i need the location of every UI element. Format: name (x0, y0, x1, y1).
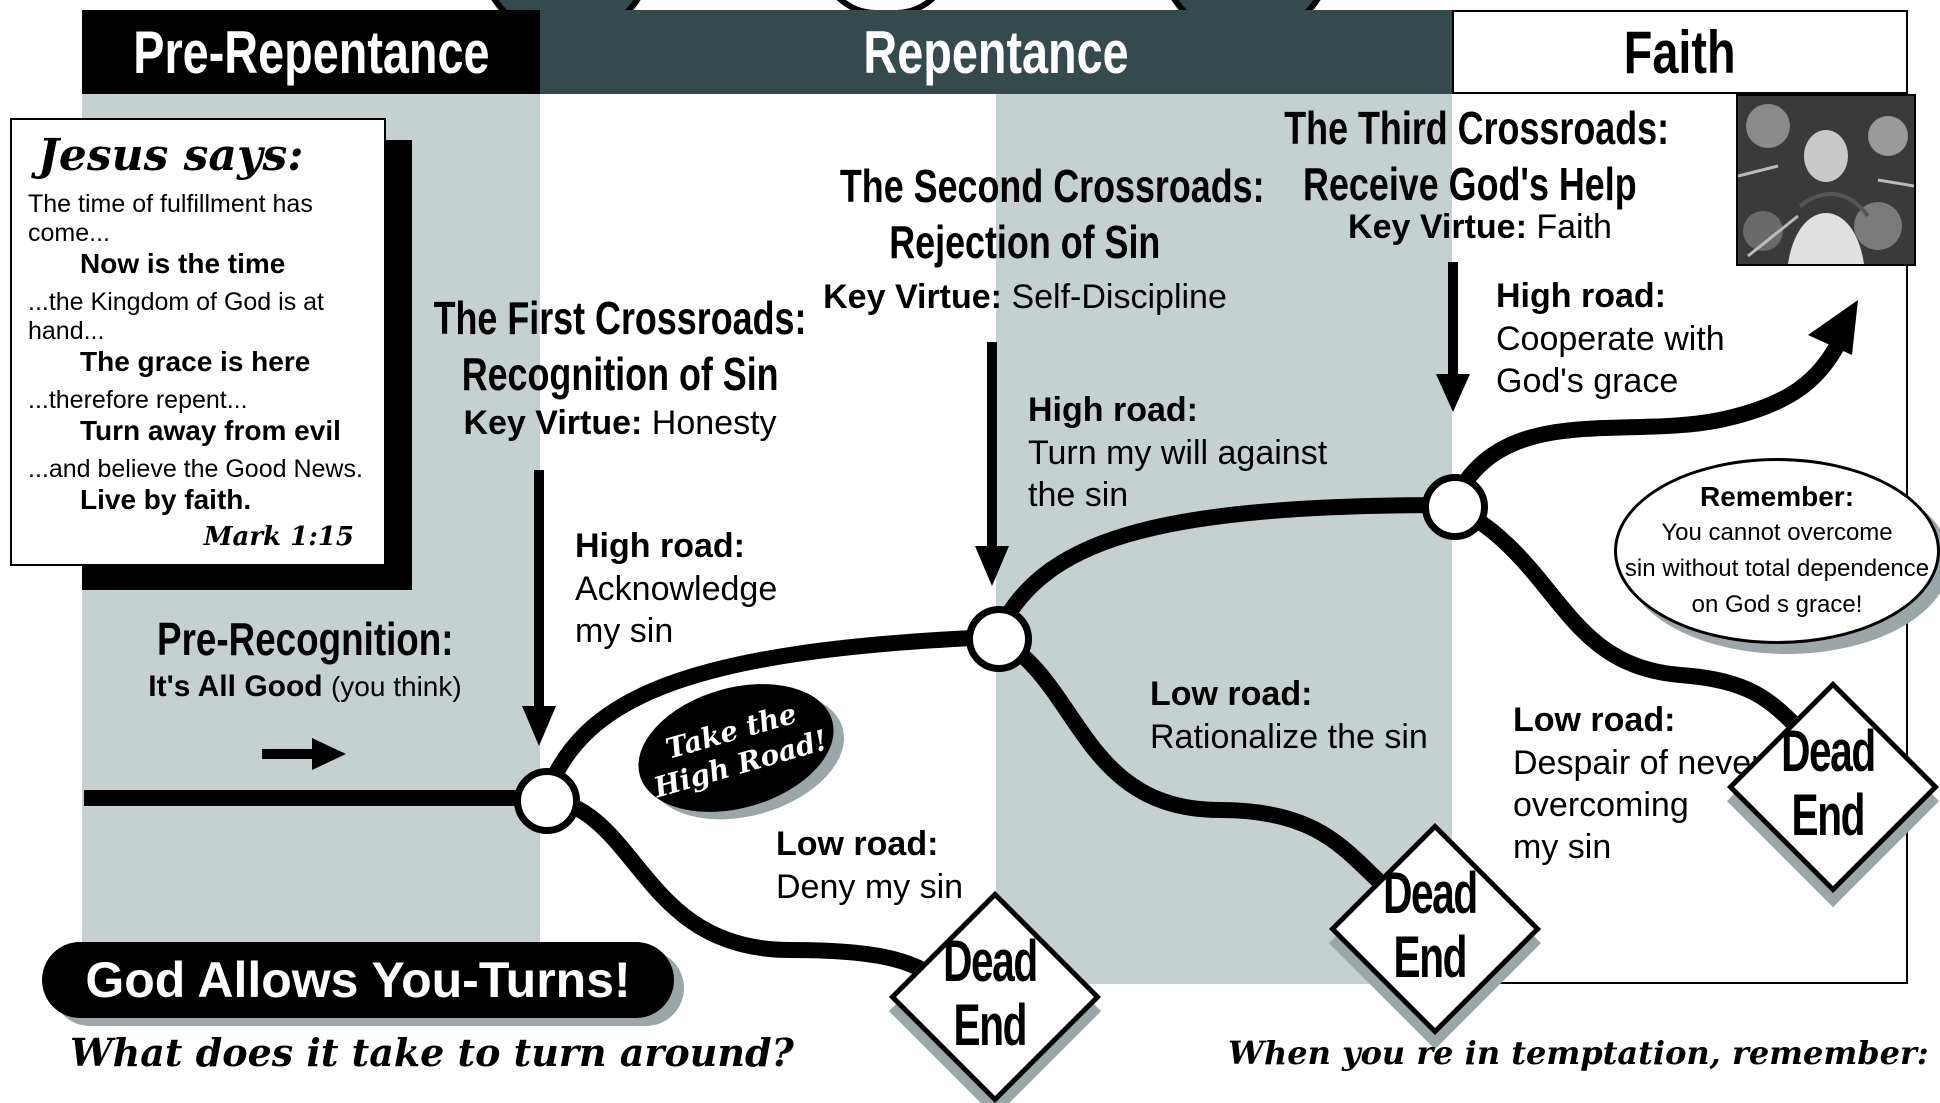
third-crossroads-title: The Third Crossroads: Receive God's Help (1230, 100, 1710, 212)
jesus-quote-2: ...the Kingdom of God is at hand... (28, 288, 324, 345)
up-right-arrow-icon (1808, 300, 1858, 355)
dead-end-text-3: Dead End (1781, 719, 1876, 848)
remember-line2: sin without total dependence (1624, 555, 1930, 582)
dead-end-text-2: Dead End (1383, 861, 1478, 990)
jesus-meaning-4: Live by faith. (80, 484, 252, 515)
jesus-quote-3: ...therefore repent... (28, 386, 248, 414)
first-high-road-line1: Acknowledge (575, 570, 778, 608)
jesus-citation: Mark 1:15 (203, 522, 354, 552)
third-high-road-text: High road: Cooperate with God's grace (1496, 274, 1776, 402)
third-low-road (1448, 497, 1806, 736)
second-low-road (992, 629, 1406, 907)
first-crossroads-virtue: Key Virtue: Honesty (380, 404, 860, 443)
second-low-road-line1: Rationalize the sin (1150, 718, 1428, 756)
jesus-quote-1: The time of fulfillment has come... (28, 190, 313, 247)
first-low-road-label: Low road: (776, 825, 939, 863)
remember-line1: You cannot overcome (1661, 519, 1893, 546)
first-low-road-line1: Deny my sin (776, 868, 964, 906)
first-high-road-text: High road: Acknowledge my sin (575, 524, 875, 652)
third-virtue-label: Key Virtue: (1348, 208, 1527, 246)
zone-repentance-gray (996, 94, 1452, 984)
jesus-meaning-3: Turn away from evil (80, 415, 341, 446)
first-low-road-text: Low road: Deny my sin (776, 822, 1036, 908)
second-crossroads-title-line1: The Second Crossroads: (839, 160, 1265, 212)
header-faith: Faith (1452, 10, 1908, 94)
down-arrow-icon (975, 342, 1009, 586)
first-high-road-label: High road: (575, 527, 745, 565)
crossroad-node-3 (1422, 474, 1488, 540)
second-crossroads-title: The Second Crossroads: Rejection of Sin (780, 158, 1270, 270)
third-virtue-value: Faith (1536, 208, 1612, 246)
third-crossroads-title-line2: Receive God's Help (1303, 158, 1637, 210)
third-high-road-line1: Cooperate with (1496, 320, 1725, 358)
first-virtue-value: Honesty (651, 404, 777, 442)
third-low-road-line3: my sin (1513, 828, 1612, 866)
stained-glass-image (1736, 94, 1916, 266)
second-low-road-label: Low road: (1150, 675, 1313, 713)
jesus-says-title: Jesus says: (38, 130, 304, 181)
first-low-road (543, 790, 956, 996)
jesus-meaning-1: Now is the time (80, 248, 286, 279)
third-high-road-line2: God's grace (1496, 362, 1679, 400)
remember-line3: on God s grace! (1691, 591, 1863, 618)
first-crossroads-title: The First Crossroads: Recognition of Sin (380, 290, 860, 402)
second-high-road-line2: the sin (1028, 476, 1129, 514)
second-high-road-label: High road: (1028, 391, 1198, 429)
you-turns-banner-text: God Allows You-Turns! (85, 952, 631, 1008)
third-low-road-line2: overcoming (1513, 786, 1689, 824)
third-crossroads-title-line1: The Third Crossroads: (1284, 102, 1670, 154)
third-low-road-line1: Despair of never (1513, 744, 1763, 782)
header-pre-repentance: Pre-Repentance (82, 10, 540, 94)
crossroad-node-2 (966, 606, 1032, 672)
second-high-road-text: High road: Turn my will against the sin (1028, 388, 1348, 516)
remember-title: Remember: (1699, 481, 1855, 512)
second-virtue-value: Self-Discipline (1011, 278, 1227, 316)
down-arrow-icon (522, 470, 556, 746)
second-crossroads-title-line2: Rejection of Sin (889, 216, 1161, 268)
pre-recognition-title: Pre-Recognition: (156, 613, 454, 665)
pre-recognition-subtitle-bold: It's All Good (148, 670, 323, 703)
dead-end-text-1: Dead End (943, 929, 1038, 1058)
second-crossroads-virtue: Key Virtue: Self-Discipline (780, 278, 1270, 317)
second-virtue-label: Key Virtue: (823, 278, 1003, 316)
first-crossroads-title-line2: Recognition of Sin (461, 348, 779, 400)
first-high-road-line2: my sin (575, 612, 674, 650)
pre-recognition-subtitle-rest: (you think) (330, 671, 462, 702)
second-high-road (988, 497, 1453, 641)
you-turns-question: What does it take to turn around? (70, 1030, 794, 1075)
third-low-road-text: Low road: Despair of never overcoming my… (1513, 698, 1773, 868)
first-crossroads-title-line1: The First Crossroads: (433, 292, 807, 344)
down-arrow-icon (1436, 262, 1470, 412)
right-arrow-icon (262, 738, 346, 770)
third-high-road-label: High road: (1496, 277, 1666, 315)
second-low-road-text: Low road: Rationalize the sin (1150, 672, 1450, 758)
temptation-text: When you re in temptation, remember: (1228, 1034, 1929, 1072)
second-high-road-line1: Turn my will against (1028, 434, 1328, 472)
third-high-road (1444, 336, 1848, 509)
crossroad-node-1 (514, 768, 580, 834)
remember-ellipse: Remember: You cannot overcome sin withou… (1614, 458, 1940, 644)
first-virtue-label: Key Virtue: (463, 404, 643, 442)
first-high-road (537, 629, 997, 801)
third-low-road-label: Low road: (1513, 701, 1676, 739)
third-crossroads-virtue: Key Virtue: Faith (1250, 208, 1710, 247)
pre-recognition-subtitle: It's All Good (you think) (110, 670, 500, 704)
header-repentance: Repentance (540, 10, 1452, 94)
jesus-meaning-2: The grace is here (80, 346, 311, 377)
jesus-says-box: Jesus says: The time of fulfillment has … (10, 118, 386, 566)
jesus-quote-4: ...and believe the Good News. (28, 455, 363, 483)
you-turns-banner: God Allows You-Turns! (42, 942, 674, 1018)
